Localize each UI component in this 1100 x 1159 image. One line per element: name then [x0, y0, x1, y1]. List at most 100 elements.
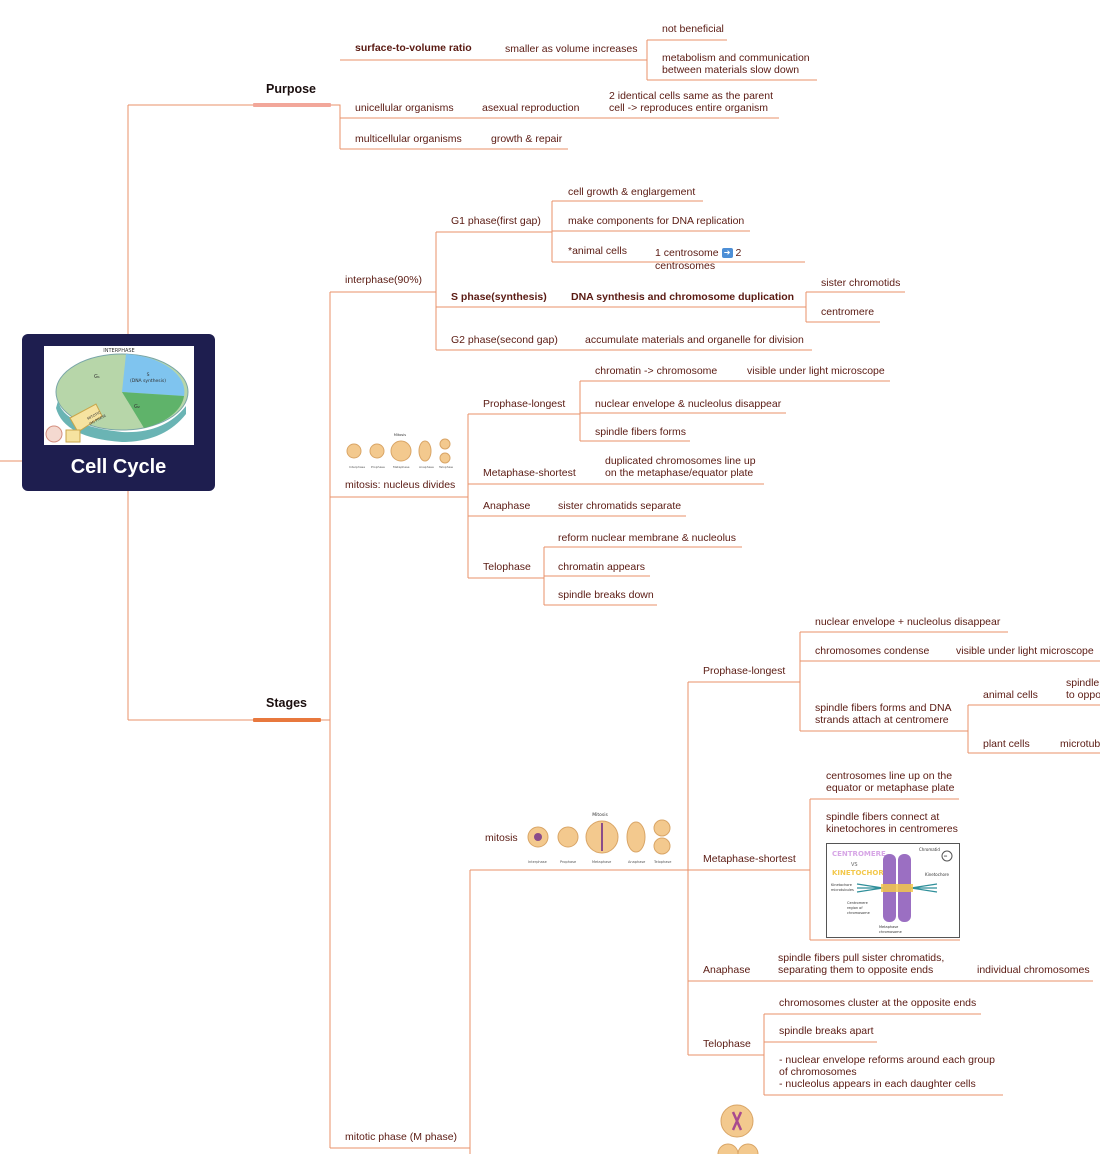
svg-text:Metaphase: Metaphase	[393, 465, 410, 469]
svg-text:MITOTIC: MITOTIC	[87, 410, 102, 421]
svg-text:Metaphase: Metaphase	[879, 925, 898, 929]
metaphase-node[interactable]: Metaphase-shortest	[483, 467, 576, 479]
svg-text:Telophase: Telophase	[438, 465, 453, 469]
svg-text:region of: region of	[847, 906, 863, 910]
svg-text:Interphase: Interphase	[349, 465, 365, 469]
m-telophase-node[interactable]: Telophase	[703, 1038, 751, 1050]
s-phase-node[interactable]: S phase(synthesis)	[451, 291, 547, 303]
accumulate-materials-node[interactable]: accumulate materials and organelle for d…	[585, 334, 804, 346]
centromere-node[interactable]: centromere	[821, 306, 875, 318]
m-plant-detail-node[interactable]: microtub	[1060, 738, 1100, 750]
svg-text:Prophase: Prophase	[371, 465, 385, 469]
not-beneficial-node[interactable]: not beneficial	[662, 23, 724, 35]
m-spindle-apart-node[interactable]: spindle breaks apart	[779, 1025, 874, 1037]
mitosis-nucleus-node[interactable]: mitosis: nucleus divides	[345, 479, 456, 491]
g2-phase-node[interactable]: G2 phase(second gap)	[451, 334, 558, 346]
prophase-node[interactable]: Prophase-longest	[483, 398, 566, 410]
anaphase-node[interactable]: Anaphase	[483, 500, 531, 512]
sister-chromatids-node[interactable]: sister chromotids	[821, 277, 901, 289]
interphase-node[interactable]: interphase(90%)	[345, 274, 423, 286]
mitosis-strip-image-2: Mitosis Interphase Prophase Metaphase Anap…	[526, 810, 674, 866]
surface-volume-node[interactable]: surface-to-volume ratio	[355, 42, 472, 54]
interphase-label: INTERPHASE	[103, 348, 134, 354]
metabolism-slow-node[interactable]: metabolism and communication between mat…	[662, 52, 810, 76]
spindle-forms-node[interactable]: spindle fibers forms	[595, 426, 687, 438]
m-prophase-node[interactable]: Prophase-longest	[703, 665, 786, 677]
telophase-node[interactable]: Telophase	[483, 561, 531, 573]
cell-cycle-diagram: INTERPHASE G₁ S (DNA synthesis) G₂ MITOT…	[44, 346, 194, 445]
centrosome-node[interactable]: 1 centrosome ➜ 2	[655, 247, 741, 259]
svg-text:(DNA synthesis): (DNA synthesis)	[130, 378, 166, 384]
centrosome-text-b: 2	[735, 247, 742, 259]
g2-label: G₂	[134, 404, 140, 410]
svg-text:═: ═	[943, 854, 948, 860]
m-connect-node[interactable]: spindle fibers connect at kinetochores i…	[826, 811, 958, 835]
chromosomes-line-up-node[interactable]: duplicated chromosomes line up on the me…	[605, 455, 756, 479]
svg-text:Kinetochore: Kinetochore	[925, 872, 949, 877]
cell-growth-node[interactable]: cell growth & englargement	[568, 186, 696, 198]
m-spindle-attach-node[interactable]: spindle fibers forms and DNA strands att…	[815, 702, 952, 726]
s-label: S	[147, 372, 150, 378]
svg-text:VS: VS	[851, 862, 858, 868]
m-line-up-node[interactable]: centrosomes line up on the equator or me…	[826, 770, 955, 794]
mitosis-node[interactable]: mitosis	[485, 832, 518, 844]
mitosis-strip-image: Mitosis Interphase Prophase Metaphase Anap…	[345, 432, 454, 470]
svg-text:CENTROMERE: CENTROMERE	[832, 850, 886, 858]
centrosomes-label: centrosomes	[655, 260, 716, 272]
envelope-disappear-node[interactable]: nuclear envelope & nucleolus disappear	[595, 398, 782, 410]
svg-text:Anaphase: Anaphase	[628, 860, 645, 864]
animal-cells-node[interactable]: *animal cells	[568, 245, 627, 257]
svg-text:Anaphase: Anaphase	[419, 465, 434, 469]
svg-text:Telophase: Telophase	[653, 860, 671, 864]
mitotic-phase-node[interactable]: mitotic phase (M phase)	[345, 1131, 458, 1143]
svg-text:Prophase: Prophase	[560, 860, 576, 864]
svg-text:KINETOCHORE: KINETOCHORE	[832, 869, 889, 877]
m-envelope-reforms-node[interactable]: - nuclear envelope reforms around each g…	[779, 1054, 995, 1090]
m-plant-cells-node[interactable]: plant cells	[983, 738, 1030, 750]
root-title: Cell Cycle	[70, 456, 167, 478]
purpose-topic[interactable]: Purpose	[266, 82, 317, 96]
identical-cells-node[interactable]: 2 identical cells same as the parent cel…	[609, 90, 774, 114]
m-anaphase-node[interactable]: Anaphase	[703, 964, 751, 976]
m-envelope-node[interactable]: nuclear envelope + nucleolus disappear	[815, 616, 1001, 628]
arrow-right-icon: ➜	[721, 248, 733, 259]
m-condense-node[interactable]: chromosomes condense	[815, 645, 930, 657]
chromatin-chromosome-node[interactable]: chromatin -> chromosome	[595, 365, 718, 377]
svg-text:Interphase: Interphase	[528, 860, 547, 864]
g1-label: G₁	[94, 374, 100, 380]
dna-synthesis-node[interactable]: DNA synthesis and chromosome duplication	[571, 291, 795, 303]
growth-repair-node[interactable]: growth & repair	[491, 133, 563, 145]
m-animal-cells-node[interactable]: animal cells	[983, 689, 1038, 701]
chromatin-appears-node[interactable]: chromatin appears	[558, 561, 645, 573]
svg-text:chromosome: chromosome	[879, 930, 902, 934]
visible-microscope-node[interactable]: visible under light microscope	[747, 365, 885, 377]
m-visible-node[interactable]: visible under light microscope	[956, 645, 1094, 657]
m-cluster-node[interactable]: chromosomes cluster at the opposite ends	[779, 997, 977, 1009]
svg-text:Centromere: Centromere	[847, 901, 868, 905]
svg-text:Kinetochore: Kinetochore	[831, 883, 852, 887]
svg-text:Mitosis: Mitosis	[592, 812, 608, 818]
svg-text:microtubules: microtubules	[831, 888, 854, 892]
svg-text:Mitosis: Mitosis	[394, 433, 406, 437]
m-pull-chromatids-node[interactable]: spindle fibers pull sister chromatids, s…	[778, 952, 945, 976]
svg-text:Metaphase: Metaphase	[592, 860, 611, 864]
m-individual-chromosomes-node[interactable]: individual chromosomes	[977, 964, 1090, 976]
unicellular-node[interactable]: unicellular organisms	[355, 102, 454, 114]
chromatids-separate-node[interactable]: sister chromatids separate	[558, 500, 682, 512]
svg-text:Chromatid: Chromatid	[919, 847, 940, 852]
dna-components-node[interactable]: make components for DNA replication	[568, 215, 745, 227]
m-metaphase-node[interactable]: Metaphase-shortest	[703, 853, 796, 865]
g1-phase-node[interactable]: G1 phase(first gap)	[451, 215, 541, 227]
svg-text:chromosome: chromosome	[847, 911, 870, 915]
root-node[interactable]: INTERPHASE G₁ S (DNA synthesis) G₂ MITOT…	[22, 334, 215, 491]
m-animal-detail-node[interactable]: spindle to oppo	[1066, 677, 1100, 701]
multicellular-node[interactable]: multicellular organisms	[355, 133, 462, 145]
reform-membrane-node[interactable]: reform nuclear membrane & nucleolus	[558, 532, 736, 544]
spindle-breaks-node[interactable]: spindle breaks down	[558, 589, 654, 601]
cell-division-image	[706, 1104, 766, 1159]
smaller-volume-node[interactable]: smaller as volume increases	[505, 43, 638, 55]
asexual-reproduction-node[interactable]: asexual reproduction	[482, 102, 580, 114]
centrosome-text-a: 1 centrosome	[655, 247, 719, 259]
stages-topic[interactable]: Stages	[266, 696, 307, 710]
